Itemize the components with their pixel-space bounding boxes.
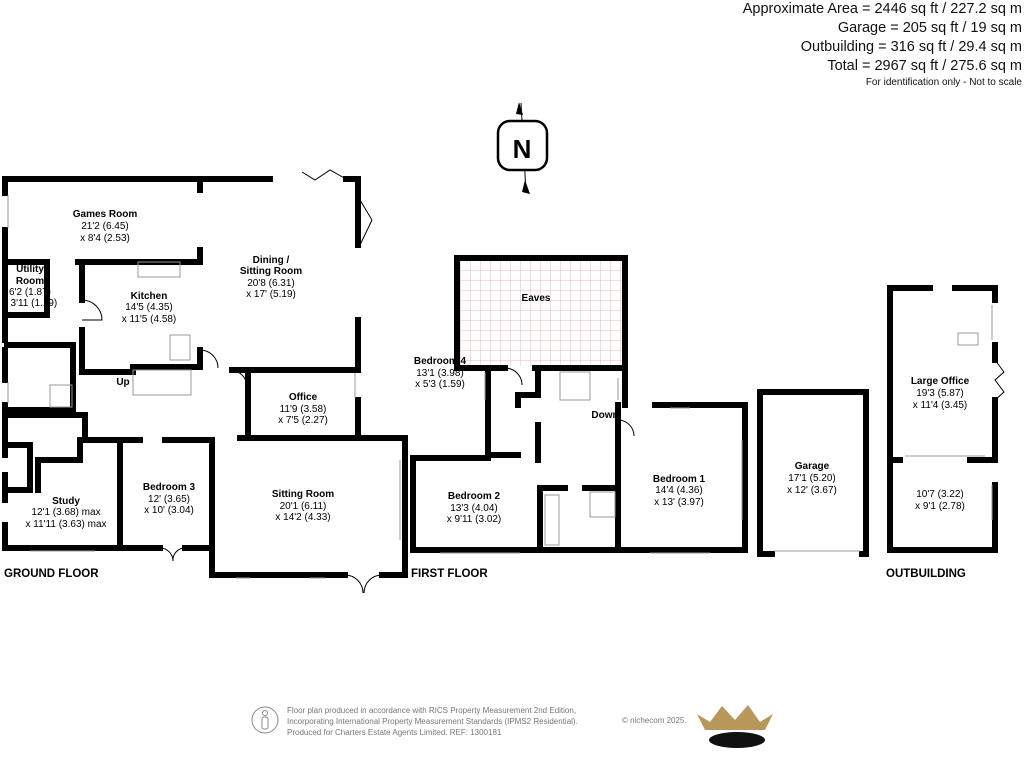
room-garage-dim1: 17'1 (5.20) [788,473,836,484]
room-utility-name2: Room [16,276,44,287]
footer-line1: Floor plan produced in accordance with R… [287,706,577,715]
footer-line3: Produced for Charters Estate Agents Limi… [287,728,502,737]
total-area: Total = 2967 sq ft / 275.6 sq m [827,58,1022,74]
room-bedroom2-dim2: x 9'11 (3.02) [447,514,502,525]
room-kitchen-name: Kitchen [131,291,168,302]
stairs-down-label: Down [591,410,618,421]
outbuilding-label: OUTBUILDING [886,568,966,580]
room-bedroom4-name: Bedroom 4 [414,356,467,367]
room-largeoffice-dim1: 19'3 (5.87) [916,388,964,399]
room-bedroom1-name: Bedroom 1 [653,474,706,485]
room-study-name: Study [52,496,80,507]
room-bedroom2-name: Bedroom 2 [448,491,501,502]
footer-line2: Incorporating International Property Mea… [287,717,578,726]
room-outroom-dim1: 10'7 (3.22) [916,489,964,500]
room-dining-name2: Sitting Room [240,266,302,277]
room-dining-dim1: 20'8 (6.31) [247,278,295,289]
room-kitchen-dim2: x 11'5 (4.58) [122,314,177,325]
room-study-dim1: 12'1 (3.68) max [31,507,100,518]
room-dining-name: Dining / [253,255,290,266]
area-summary: Approximate Area = 2446 sq ft / 227.2 sq… [743,0,1022,90]
room-bedroom3-dim2: x 10' (3.04) [144,505,194,516]
stairs-up-label: Up [116,377,129,388]
crown-logo [697,705,773,748]
north-arrow-icon: N [496,102,549,194]
room-bedroom4-dim2: x 5'3 (1.59) [415,379,465,390]
room-games-name: Games Room [73,209,138,220]
room-games-dim1: 21'2 (6.45) [81,221,129,232]
room-utility-dim2: x 3'11 (1.19) [3,298,58,309]
outbuilding-area: Outbuilding = 316 sq ft / 29.4 sq m [800,39,1022,55]
room-sitting-name: Sitting Room [272,489,334,500]
scale-note: For identification only - Not to scale [865,77,1022,88]
outbuilding-plan [887,285,1005,553]
room-dining-dim2: x 17' (5.19) [246,289,296,300]
ground-floor-label: GROUND FLOOR [4,568,99,580]
room-garage-name: Garage [795,461,830,472]
compass-label: N [513,134,532,164]
room-utility-name: Utility [16,264,44,275]
ground-floor-plan [2,169,408,594]
room-largeoffice-name: Large Office [911,376,970,387]
garage-area: Garage = 205 sq ft / 19 sq m [837,20,1022,36]
room-office-dim2: x 7'5 (2.27) [278,415,328,426]
room-outroom-dim2: x 9'1 (2.78) [915,501,965,512]
room-bedroom1-dim1: 14'4 (4.36) [655,485,703,496]
garage-plan [757,389,869,557]
person-scale-icon [251,706,279,734]
room-office-name: Office [289,392,318,403]
room-bedroom4-dim1: 13'1 (3.98) [416,368,464,379]
approximate-area: Approximate Area = 2446 sq ft / 227.2 sq… [742,1,1022,17]
footer-disclaimer: Floor plan produced in accordance with R… [287,705,578,738]
room-garage-dim2: x 12' (3.67) [787,485,837,496]
room-games-dim2: x 8'4 (2.53) [80,233,130,244]
room-sitting-dim2: x 14'2 (4.33) [275,512,330,523]
room-study-dim2: x 11'11 (3.63) max [25,519,106,530]
room-utility-dim1: 6'2 (1.87) [9,287,51,298]
room-office-dim1: 11'9 (3.58) [280,404,327,415]
room-eaves-name: Eaves [522,293,551,304]
copyright: © nichecom 2025. [622,716,687,725]
first-floor-plan [410,255,748,554]
room-bedroom2-dim1: 13'3 (4.04) [450,503,498,514]
room-largeoffice-dim2: x 11'4 (3.45) [913,400,968,411]
first-floor-label: FIRST FLOOR [411,568,488,580]
room-bedroom3-name: Bedroom 3 [143,482,196,493]
room-sitting-dim1: 20'1 (6.11) [280,501,327,512]
room-kitchen-dim1: 14'5 (4.35) [125,302,173,313]
room-bedroom1-dim2: x 13' (3.97) [654,497,704,508]
room-bedroom3-dim1: 12' (3.65) [148,494,190,505]
